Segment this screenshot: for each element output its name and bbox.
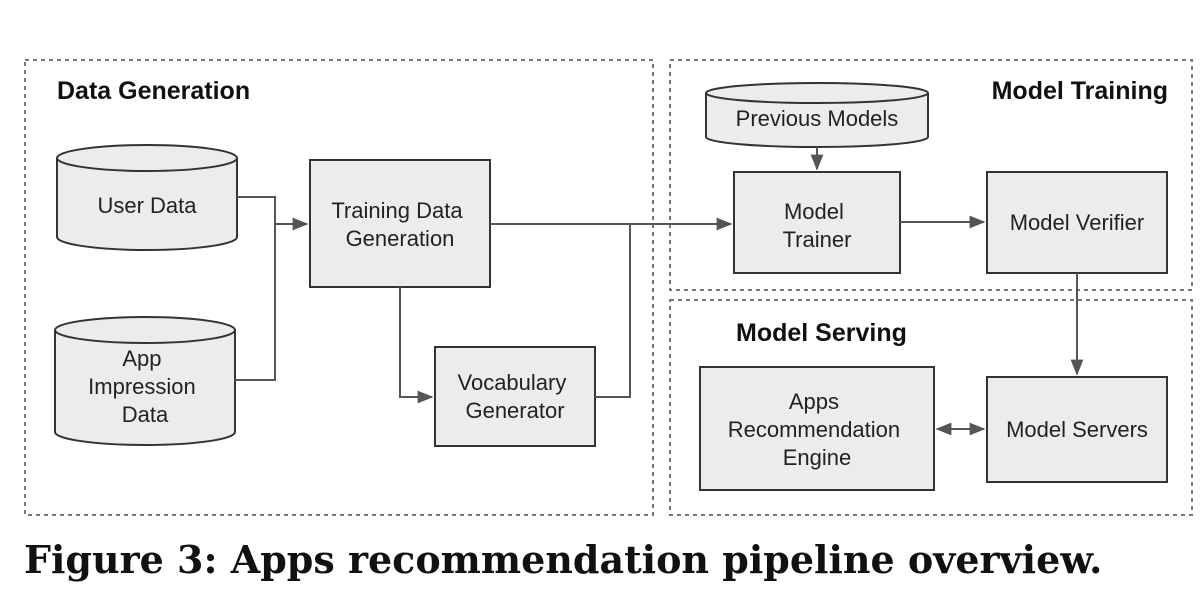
model-servers-box: [986, 376, 1168, 483]
model-trainer-label: Model Trainer: [783, 199, 852, 252]
vocabulary-generator-box: [434, 346, 596, 447]
connector-lines: [235, 196, 631, 398]
arrow-to-vocabulary-generator: [399, 287, 434, 404]
model-verifier-label: Model Verifier: [1010, 210, 1145, 235]
previous-models-label: Previous Models: [736, 106, 899, 131]
previous-models-cylinder: [705, 82, 929, 148]
figure-caption: Figure 3: Apps recommendation pipeline o…: [24, 537, 1103, 582]
training-data-generation-label: Training Data Generation: [331, 198, 468, 251]
apps-recommendation-engine-label: Apps Recommendation Engine: [728, 389, 907, 470]
user-data-cylinder: [56, 144, 238, 251]
training-data-generation-box: [309, 159, 491, 288]
pipeline-diagram: Data Generation Model Training Model Ser…: [24, 59, 1193, 516]
model-training-title: Model Training: [992, 77, 1168, 105]
model-serving-title: Model Serving: [736, 319, 907, 347]
apps-recommendation-engine-box: [699, 366, 935, 491]
model-trainer-box: [733, 171, 901, 274]
app-impression-data-label: App Impression Data: [88, 346, 202, 427]
vocabulary-generator-label: Vocabulary Generator: [458, 370, 573, 423]
model-servers-label: Model Servers: [1006, 417, 1148, 442]
data-generation-group: [24, 59, 654, 516]
data-generation-title: Data Generation: [57, 77, 250, 105]
app-impression-data-cylinder: [54, 316, 236, 446]
user-data-label: User Data: [97, 193, 197, 218]
